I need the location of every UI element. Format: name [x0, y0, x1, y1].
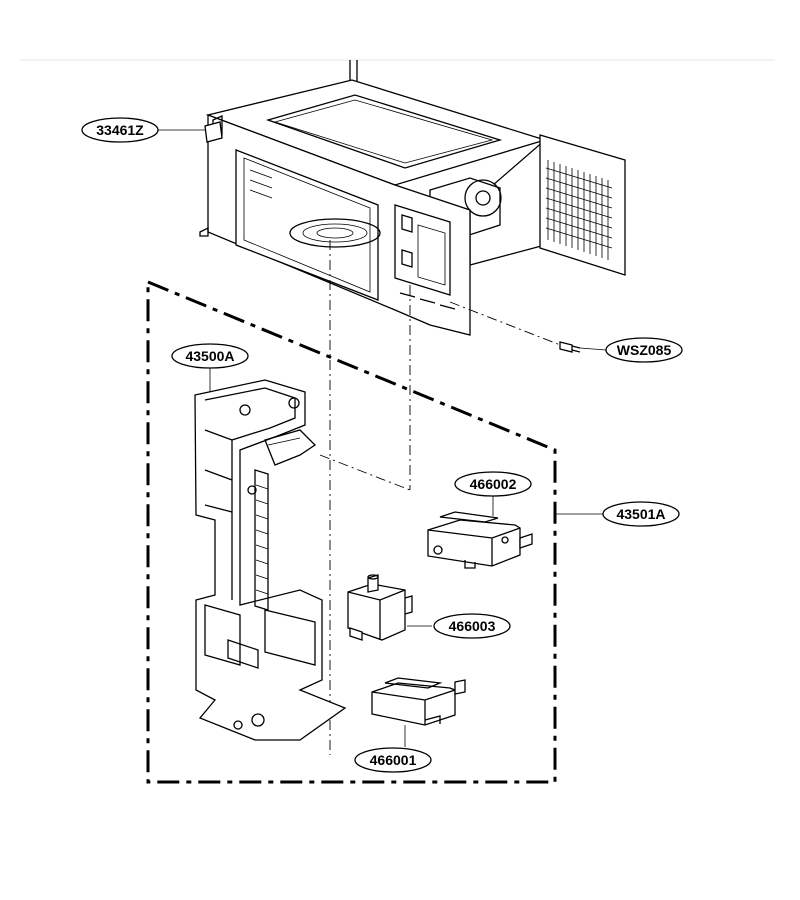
part-label-466001: 466001: [354, 747, 432, 773]
part-number: WSZ085: [617, 342, 672, 358]
leader-lines: [158, 129, 607, 747]
part-number: 466003: [449, 618, 496, 634]
switch-466003: [347, 574, 413, 641]
part-number: 43500A: [185, 348, 234, 364]
part-label-43501A: 43501A: [602, 501, 680, 527]
switch-466002: [427, 511, 533, 569]
switch-466001: [371, 677, 466, 726]
part-number: 33461Z: [96, 122, 144, 138]
part-number: 466002: [470, 476, 517, 492]
door-latch-frame: [194, 379, 347, 741]
screw-part: [559, 341, 581, 353]
part-label-WSZ085: WSZ085: [605, 337, 683, 363]
assembly-boundary: [146, 279, 557, 784]
part-label-43500A: 43500A: [171, 343, 249, 369]
part-number: 43501A: [616, 506, 665, 522]
part-label-466003: 466003: [433, 613, 511, 639]
part-label-33461Z: 33461Z: [81, 117, 159, 143]
vent-grid: [545, 160, 613, 260]
microwave-cavity-assembly: [199, 60, 626, 336]
part-label-466002: 466002: [454, 471, 532, 497]
alignment-lines: [319, 240, 569, 755]
part-number: 466001: [370, 752, 417, 768]
